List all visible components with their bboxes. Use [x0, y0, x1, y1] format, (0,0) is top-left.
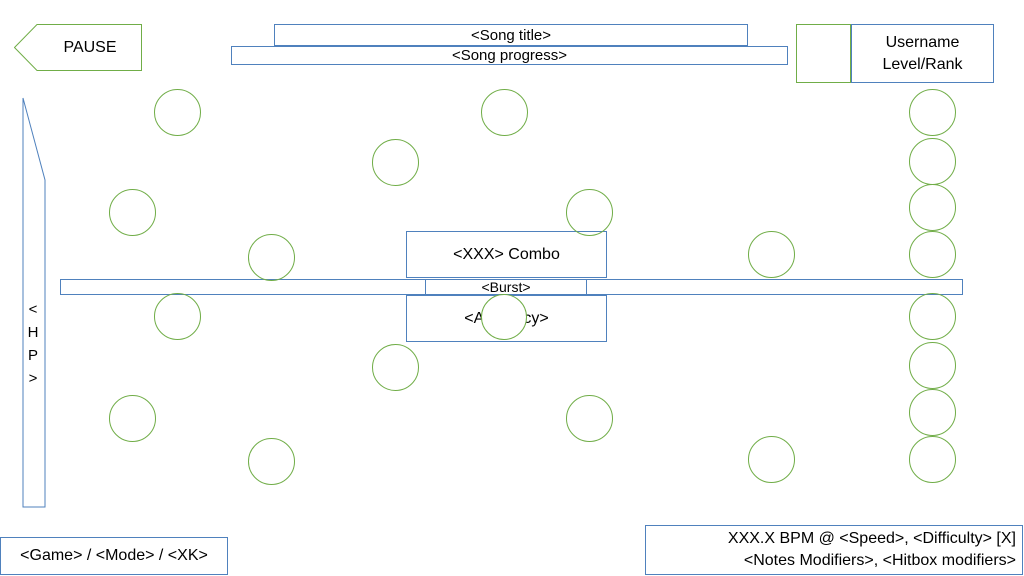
hp-bar	[22, 97, 46, 508]
hit-note[interactable]	[372, 344, 419, 391]
user-info-panel: Username Level/Rank	[851, 24, 994, 83]
hp-label: < H P >	[22, 298, 44, 390]
modifiers-line: <Notes Modifiers>, <Hitbox modifiers>	[743, 552, 1016, 569]
hit-note[interactable]	[481, 294, 527, 340]
hit-note[interactable]	[909, 342, 956, 389]
pause-label: PAUSE	[63, 39, 117, 56]
song-title: <Song title>	[274, 24, 748, 46]
hit-note[interactable]	[109, 395, 156, 442]
hp-label-char: H	[27, 324, 39, 341]
username: Username	[885, 33, 960, 51]
hit-note[interactable]	[748, 436, 795, 483]
hit-note[interactable]	[566, 395, 613, 442]
song-progress-bar: <Song progress>	[231, 46, 788, 65]
hit-note[interactable]	[248, 438, 295, 485]
pause-button-shape	[14, 24, 142, 71]
avatar	[796, 24, 851, 83]
hit-note[interactable]	[748, 231, 795, 278]
hit-note[interactable]	[909, 389, 956, 436]
hp-label-char: P	[27, 347, 38, 364]
bpm-line: XXX.X BPM @ <Speed>, <Difficulty> [X]	[727, 530, 1016, 547]
combo-counter: <XXX> Combo	[406, 231, 607, 278]
pause-button[interactable]: PAUSE	[14, 24, 142, 71]
game-mode-info: <Game> / <Mode> / <XK>	[0, 537, 228, 575]
hp-label-char: >	[28, 370, 38, 387]
hit-note[interactable]	[154, 89, 201, 136]
hp-label-char: <	[28, 301, 38, 318]
hit-note[interactable]	[372, 139, 419, 186]
hit-note[interactable]	[909, 89, 956, 136]
level-rank: Level/Rank	[882, 55, 963, 73]
hit-note[interactable]	[154, 293, 201, 340]
hit-note[interactable]	[248, 234, 295, 281]
hit-note[interactable]	[481, 89, 528, 136]
hit-note[interactable]	[109, 189, 156, 236]
hit-note[interactable]	[909, 293, 956, 340]
hit-note[interactable]	[909, 231, 956, 278]
hit-note[interactable]	[909, 436, 956, 483]
song-settings-info: XXX.X BPM @ <Speed>, <Difficulty> [X] <N…	[645, 525, 1023, 575]
hit-note[interactable]	[566, 189, 613, 236]
burst-meter: <Burst>	[425, 279, 587, 295]
hit-note[interactable]	[909, 138, 956, 185]
hit-note[interactable]	[909, 184, 956, 231]
